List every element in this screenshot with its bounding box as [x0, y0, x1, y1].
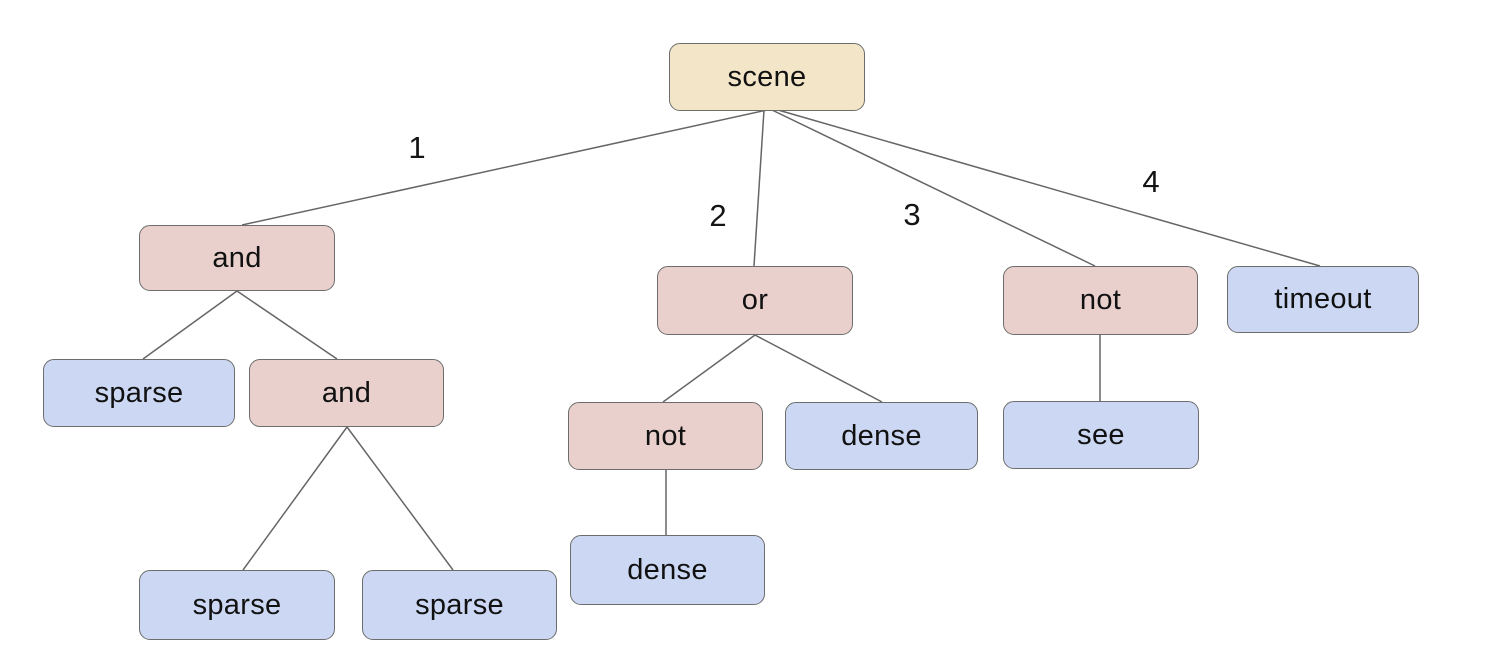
edge-and2-sparse3: [346, 426, 454, 571]
edge-label-1: 1: [408, 130, 426, 165]
node-or: or: [657, 266, 853, 335]
edge-and1-and2: [236, 290, 338, 360]
edge-scene-and1: [241, 109, 768, 226]
node-timeout: timeout: [1227, 266, 1419, 333]
node-scene: scene: [669, 43, 865, 111]
node-sparse-3: sparse: [362, 570, 557, 640]
edge-or-dense1: [754, 334, 883, 403]
edge-or-not2: [662, 334, 756, 403]
node-and-2: and: [249, 359, 444, 427]
edge-scene-timeout: [777, 109, 1321, 267]
edge-scene-not1: [771, 109, 1096, 267]
node-sparse-1: sparse: [43, 359, 235, 427]
node-not-2: not: [568, 402, 763, 470]
node-see: see: [1003, 401, 1199, 469]
edge-and1-sparse1: [142, 290, 238, 360]
edge-label-3: 3: [903, 197, 921, 232]
edge-scene-or: [753, 109, 765, 267]
node-not-1: not: [1003, 266, 1198, 335]
node-dense-2: dense: [570, 535, 765, 605]
node-sparse-2: sparse: [139, 570, 335, 640]
edge-label-4: 4: [1142, 164, 1160, 199]
node-dense-1: dense: [785, 402, 978, 470]
node-and-1: and: [139, 225, 335, 291]
edge-and2-sparse2: [242, 426, 348, 571]
edge-label-2: 2: [709, 198, 727, 233]
